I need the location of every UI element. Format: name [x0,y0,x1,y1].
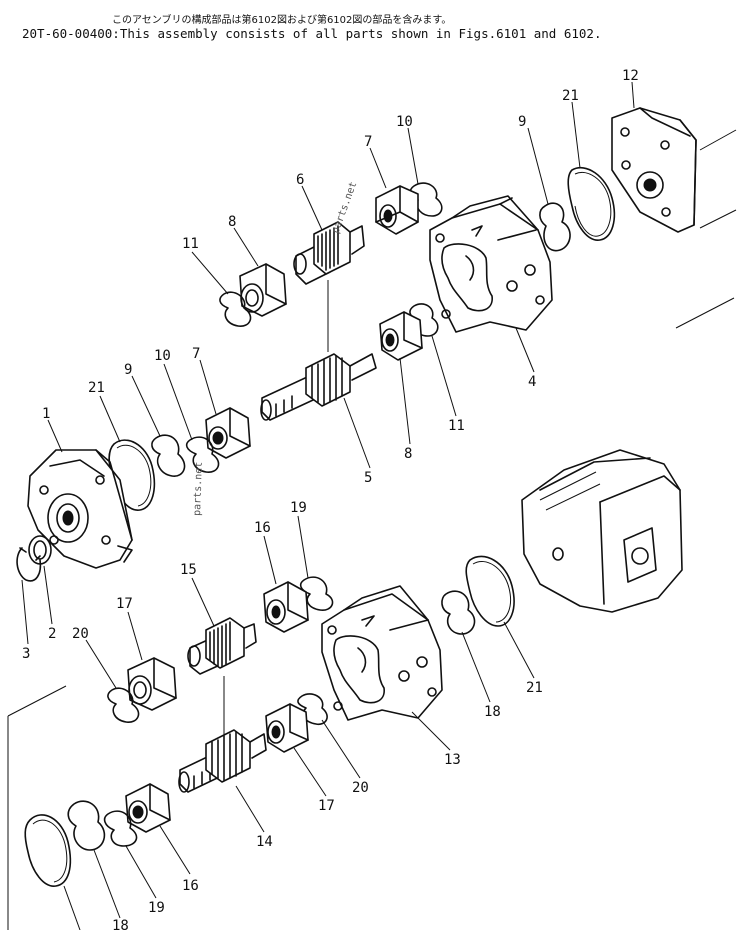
part-21-seal-ring-upper [567,167,616,241]
part-17-bushing-lower-middle [265,703,309,753]
part-7-bushing-middle [205,407,251,459]
part-7-bushing-upper [375,185,419,235]
part-8-bushing-upper-left [239,263,287,317]
callout-label: 7 [192,346,200,362]
part-20-figure8-seal-lower-left [107,687,140,723]
callout-label: 17 [318,798,335,814]
callout-label: 11 [182,236,199,252]
header-japanese-note: このアセンブリの構成部品は第6102図および第6102図の部品を含みます。 [112,15,452,26]
part-21-seal-ring-lower-bottom [24,814,72,887]
callout-label: 20 [72,626,89,642]
leader-lines [21,81,635,930]
callout-label: 18 [484,704,501,720]
callout-label: 10 [154,348,171,364]
part-19-figure8-seal-lower-bottom [103,810,138,847]
callout-label: 8 [404,446,412,462]
part-6-driven-gear [293,221,365,285]
callout-label: 18 [112,918,129,930]
callout-label: 6 [296,172,304,188]
callout-label: 7 [364,134,372,150]
callout-label: 17 [116,596,133,612]
callout-label: 9 [124,362,132,378]
part-18-figure8-seal-lower-right [441,590,476,635]
callout-label: 14 [256,834,273,850]
callout-label: 10 [396,114,413,130]
part-21-seal-ring-lower [465,555,515,627]
part-1-front-cover [27,449,133,569]
watermark-lower: parts.net [192,462,205,517]
part-16-bushing-lower-bottom [125,783,171,833]
callout-label: 21 [88,380,105,396]
callout-label: 1 [42,406,50,422]
callout-label: 21 [526,680,543,696]
part-17-bushing-lower-left [127,657,177,711]
callout-label: 12 [622,68,639,84]
part-10-figure8-seal-middle [185,436,220,473]
callout-label: 20 [352,780,369,796]
assembly-bracket-line [7,685,67,717]
callout-label: 21 [562,88,579,104]
part-3-snap-ring [16,547,42,582]
part-5-drive-gear-shaft [260,280,377,421]
callout-label: 19 [290,500,307,516]
callout-label: 8 [228,214,236,230]
part-16-bushing-lower-upper [263,581,309,633]
part-14-drive-gear-shaft-lower [178,729,267,793]
part-15-driven-gear-lower [187,617,257,736]
callout-label: 13 [444,752,461,768]
part-13-gear-housing-lower [321,585,443,721]
callout-label: 15 [180,562,197,578]
part-18-figure8-seal-lower-bottom [67,800,106,851]
callout-label: 16 [254,520,271,536]
callout-label: 2 [48,626,56,642]
part-11-figure8-seal-upper-left [219,291,252,327]
part-8-bushing-middle [379,311,423,361]
callout-label: 9 [518,114,526,130]
rear-pump-body [521,449,683,613]
callout-label: 16 [182,878,199,894]
callout-label: 4 [528,374,536,390]
callout-label: 11 [448,418,465,434]
part-20-figure8-seal-lower-middle [297,693,328,726]
callout-numbers: 12 21 9 10 7 6 8 11 4 11 8 5 7 10 9 21 1… [22,68,639,930]
callout-label: 19 [148,900,165,916]
part-12-end-cover [611,107,737,329]
header-english-note: 20T-60-00400:This assembly consists of a… [22,26,602,41]
callout-label: 5 [364,470,372,486]
part-4-gear-housing-upper [429,195,553,333]
callout-label: 3 [22,646,30,662]
part-9-figure8-seal-middle [151,434,186,477]
part-21-seal-ring-middle [108,439,156,511]
part-9-figure8-seal-upper [539,202,571,252]
